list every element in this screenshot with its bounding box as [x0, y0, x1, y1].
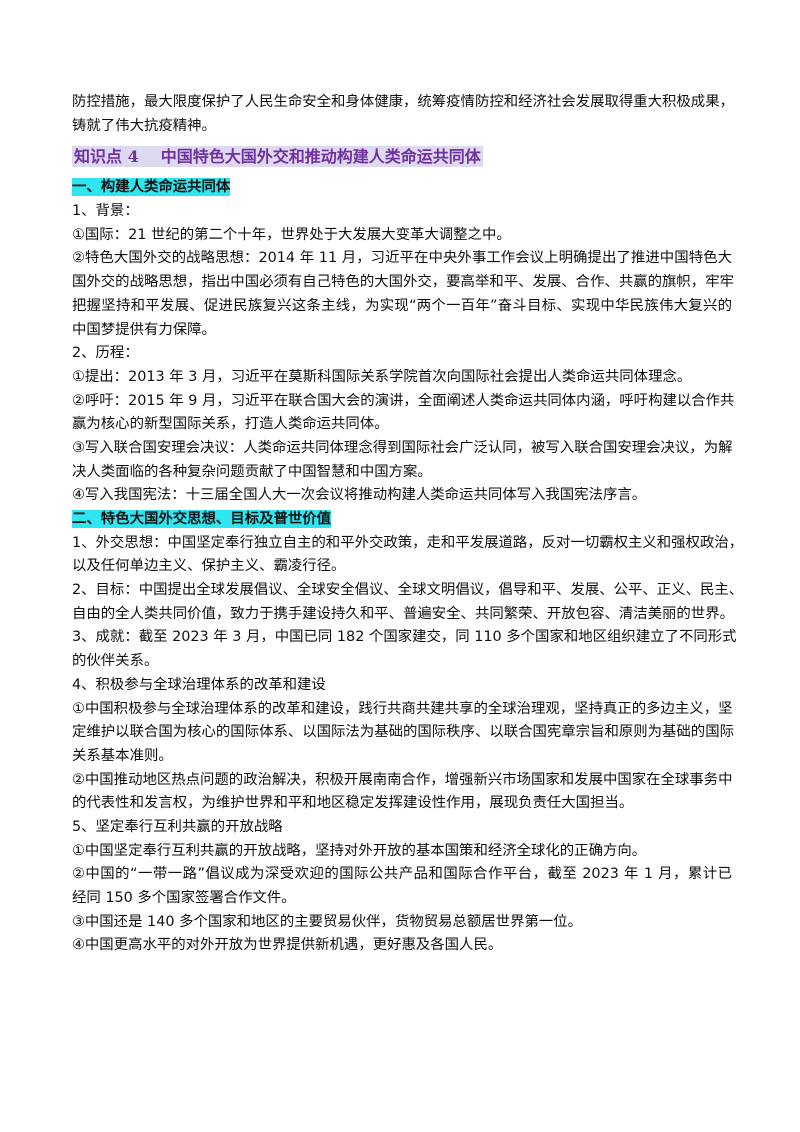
paragraph-line: ①国际：21 世纪的第二个十年，世界处于大发展大变革大调整之中。 [72, 226, 511, 243]
paragraph-line: ①中国积极参与全球治理体系的改革和建设，践行共商共建共享的全球治理观，坚持真正的… [72, 700, 733, 717]
paragraph-line: 关系基本准则。 [72, 747, 173, 764]
section-heading: 二、特色大国外交思想、目标及普世价值 [72, 508, 732, 532]
knowledge-point-title: 中国特色大国外交和推动构建人类命运共同体 [160, 147, 481, 167]
subheading: 4、积极参与全球治理体系的改革和建设 [72, 676, 326, 693]
paragraph-line: ③中国还是 140 多个国家和地区的主要贸易伙伴，货物贸易总额居世界第一位。 [72, 913, 583, 930]
paragraph-line: 3、成就：截至 2023 年 3 月，中国已同 182 个国家建交，同 110 … [72, 629, 737, 646]
paragraph-line: 决人类面临的各种复杂问题贡献了中国智慧和中国方案。 [72, 463, 432, 480]
paragraph-line: 的代表性和发言权，为维护世界和平和地区稳定发挥建设性作用，展现负责任大国担当。 [72, 795, 634, 812]
paragraph-line: ②中国的“一带一路”倡议成为深受欢迎的国际公共产品和国际合作平台，截至 2023… [72, 866, 732, 883]
paragraph-line: ①提出：2013 年 3 月，习近平在莫斯科国际关系学院首次向国际社会提出人类命… [72, 368, 692, 385]
paragraph-line: 国外交的战略思想，指出中国必须有自己特色的大国外交，要高举和平、发展、合作、共赢… [72, 274, 734, 291]
paragraph-line: 自由的全人类共同价值，致力于携手建设持久和平、普遍安全、共同繁荣、开放包容、清洁… [72, 605, 734, 622]
subheading: 1、背景： [72, 203, 139, 220]
paragraph-line: 的伙伴关系。 [72, 653, 159, 670]
section-heading-text: 一、构建人类命运共同体 [72, 178, 231, 197]
paragraph-line: ④写入我国宪法：十三届全国人大一次会议将推动构建人类命运共同体写入我国宪法序言。 [72, 487, 647, 504]
section-heading-text: 二、特色大国外交思想、目标及普世价值 [72, 510, 332, 528]
paragraph-line: ②特色大国外交的战略思想：2014 年 11 月，习近平在中央外事工作会议上明确… [72, 250, 732, 267]
knowledge-point-label: 知识点 4 [74, 147, 139, 167]
intro-line: 防控措施，最大限度保护了人民生命安全和身体健康，统筹疫情防控和经济社会发展取得重… [72, 94, 734, 110]
intro-line: 铸就了伟大抗疫精神。 [72, 117, 216, 134]
paragraph-line: 经同 150 多个国家签署合作文件。 [72, 890, 296, 906]
knowledge-point-heading: 知识点 4 中国特色大国外交和推动构建人类命运共同体 [72, 138, 732, 176]
paragraph-line: 定维护以联合国为核心的国际体系、以国际法为基础的国际秩序、以联合国宪章宗旨和原则… [72, 724, 734, 741]
paragraph-line: 以及任何单边主义、保护主义、霸凌行径。 [72, 558, 346, 575]
document-page: 防控措施，最大限度保护了人民生命安全和身体健康，统筹疫情防控和经济社会发展取得重… [72, 91, 744, 958]
paragraph-line: ④中国更高水平的对外开放为世界提供新机遇，更好惠及各国人民。 [72, 937, 503, 954]
paragraph-line: 中国梦提供有力保障。 [72, 321, 216, 338]
paragraph-line: 2、目标：中国提出全球发展倡议、全球安全倡议、全球文明倡议，倡导和平、发展、公平… [72, 582, 744, 599]
subheading: 5、坚定奉行互利共赢的开放战略 [72, 818, 283, 835]
paragraph-line: ②中国推动地区热点问题的政治解决，积极开展南南合作，增强新兴市场国家和发展中国家… [72, 771, 733, 788]
subheading: 2、历程： [72, 345, 139, 362]
paragraph-line: 1、外交思想：中国坚定奉行独立自主的和平外交政策，走和平发展道路，反对一切霸权主… [72, 534, 744, 551]
paragraph-line: 赢为核心的新型国际关系，打造人类命运共同体。 [72, 416, 389, 433]
paragraph-line: 把握坚持和平发展、促进民族复兴这条主线，为实现“两个一百年”奋斗目标、实现中华民… [72, 297, 732, 314]
section-heading: 一、构建人类命运共同体 [72, 176, 732, 200]
paragraph-line: ③写入联合国安理会决议：人类命运共同体理念得到国际社会广泛认同，被写入联合国安理… [72, 439, 733, 456]
paragraph-line: ②呼吁：2015 年 9 月，习近平在联合国大会的演讲，全面阐述人类命运共同体内… [72, 392, 735, 409]
paragraph-line: ①中国坚定奉行互利共赢的开放战略，坚持对外开放的基本国策和经济全球化的正确方向。 [72, 842, 647, 859]
